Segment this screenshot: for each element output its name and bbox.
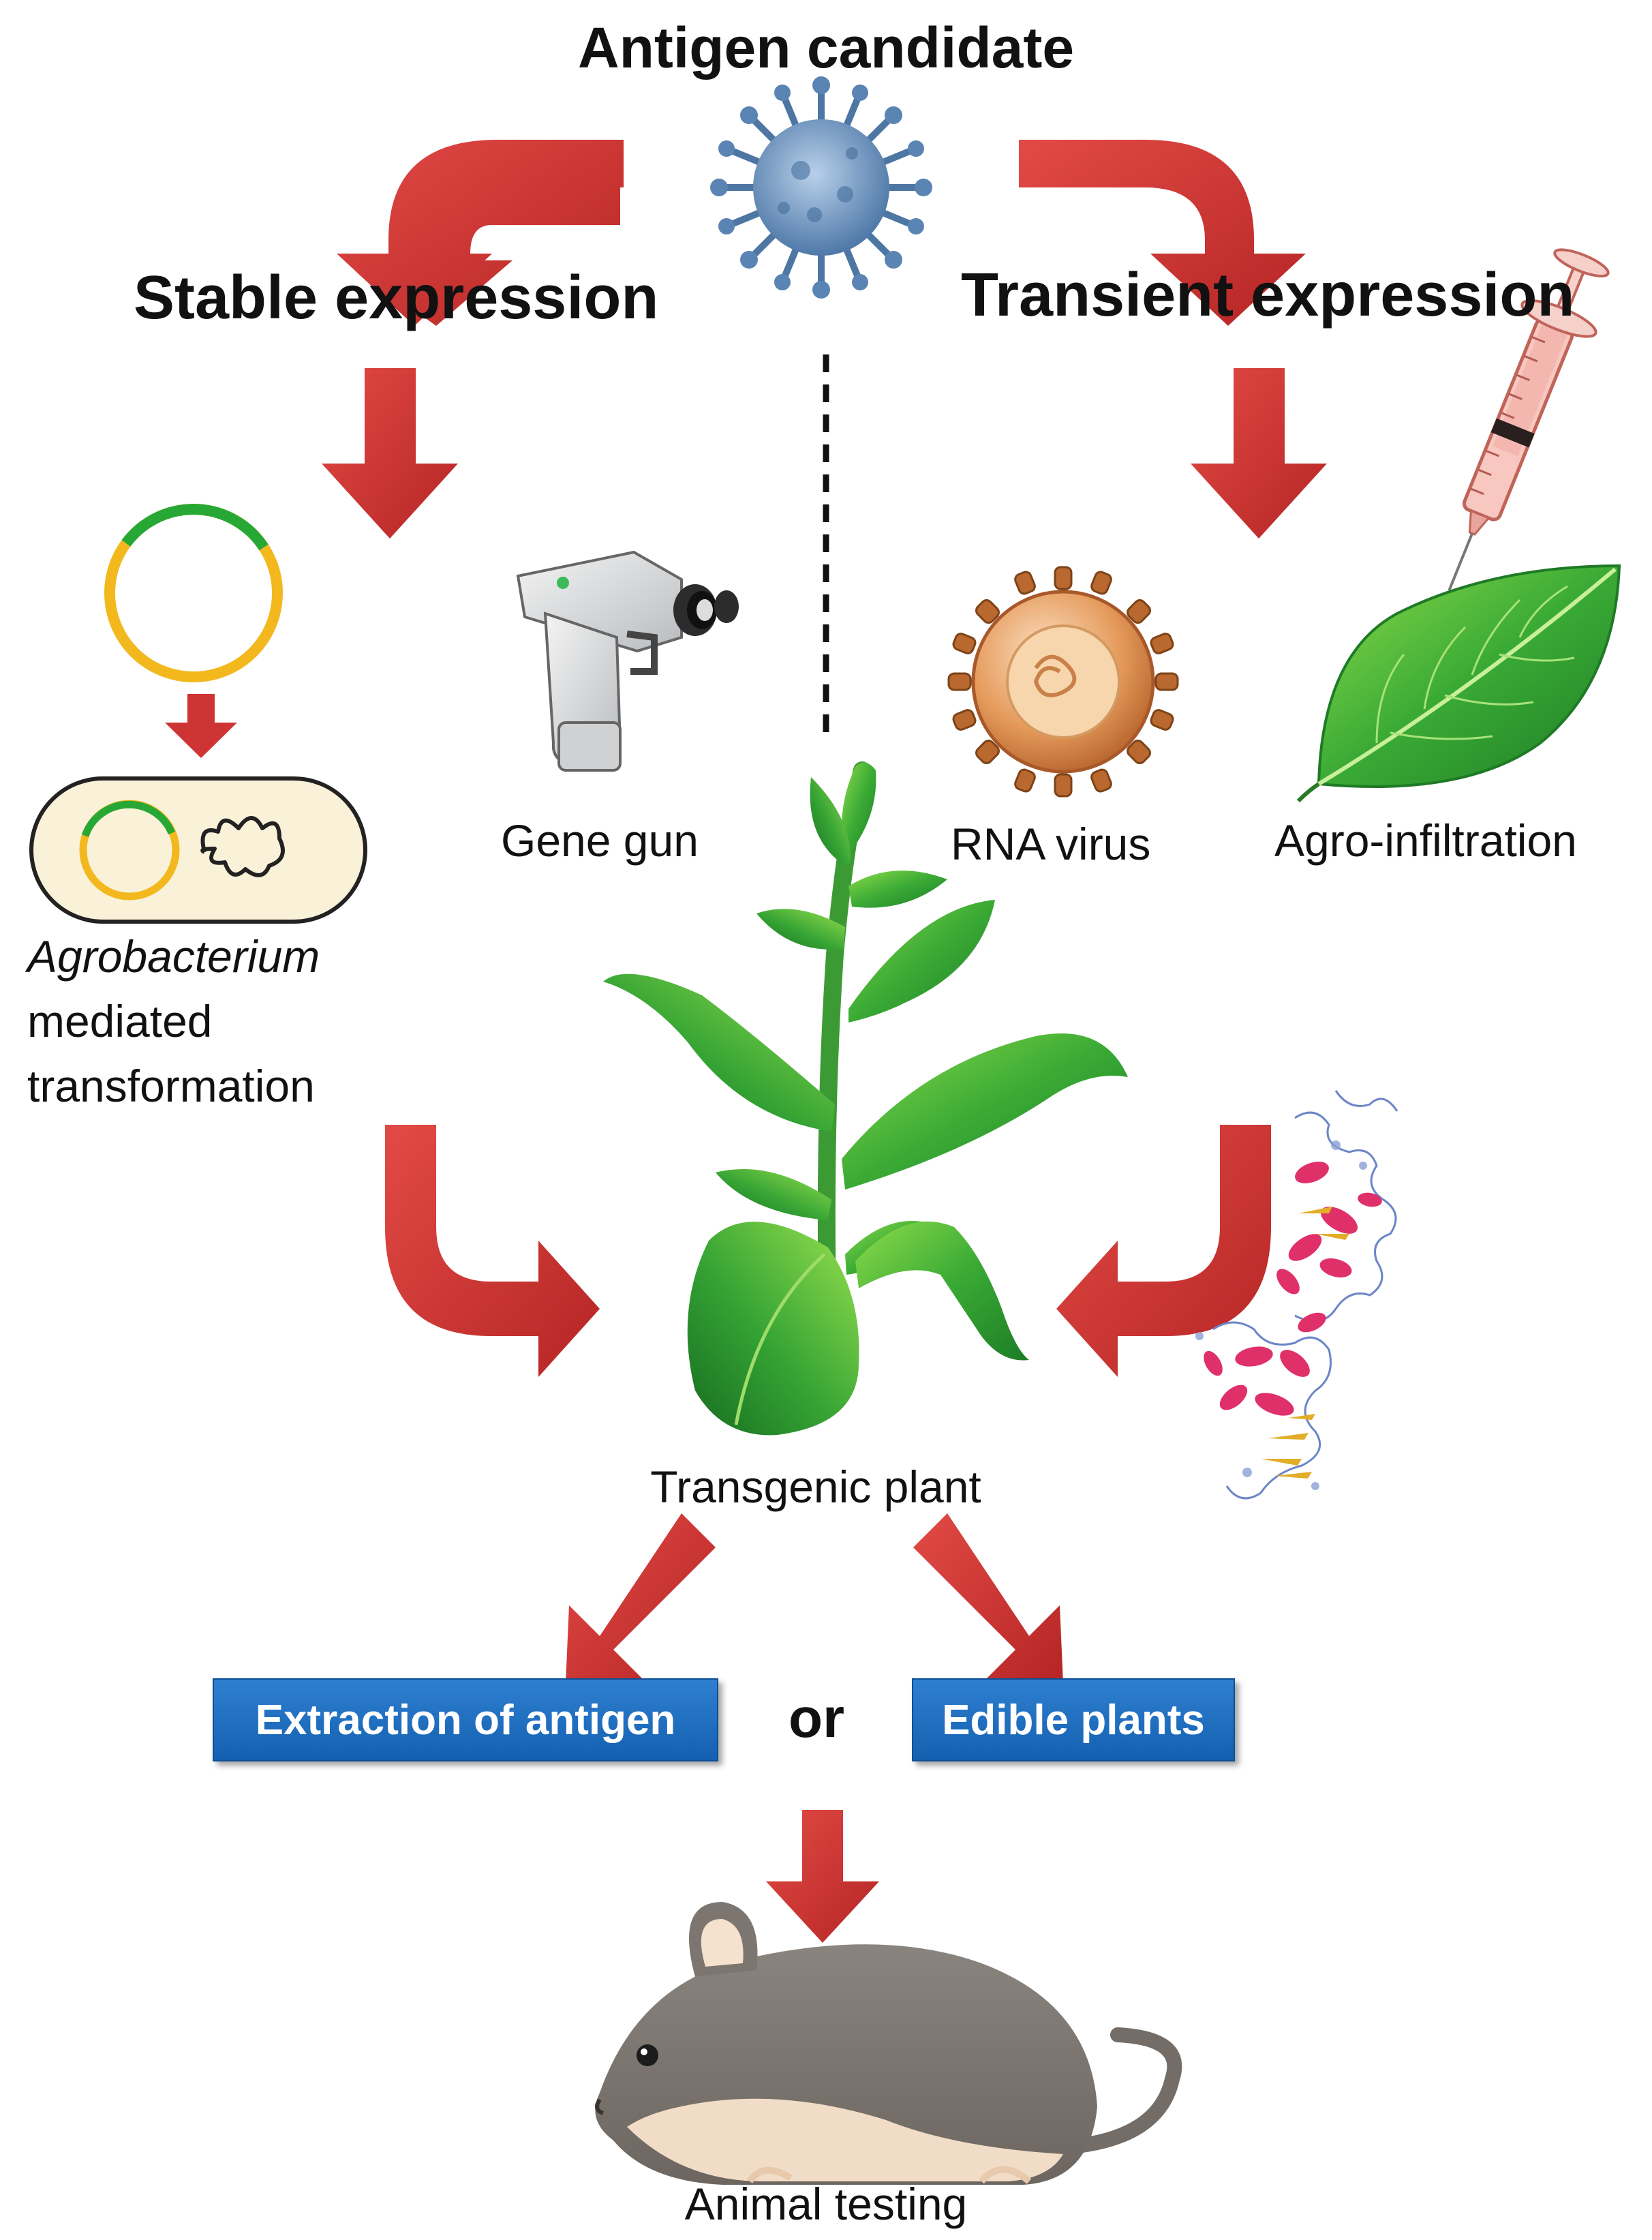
extraction-of-antigen-box: Extraction of antigen: [213, 1678, 718, 1761]
arrow-plasmid-down: [165, 694, 237, 758]
arrow-stable-to-plant: [385, 1125, 600, 1377]
transient-expression-label: Transient expression: [961, 261, 1575, 329]
arrow-to-transient-shape: [1019, 140, 1306, 326]
coronavirus-icon: [710, 76, 932, 299]
syringe-icon: [1448, 248, 1610, 591]
leaf-icon: [1296, 564, 1621, 803]
arrow-stable-down: [322, 368, 458, 539]
arrow-to-edible: [913, 1513, 1063, 1684]
gene-gun-label: Gene gun: [501, 815, 699, 866]
transformation-label: transformation: [27, 1061, 315, 1111]
arrow-transient-down: [1191, 368, 1327, 539]
edible-plants-box: Edible plants: [912, 1678, 1235, 1761]
arrow-transient-to-plant: [1056, 1125, 1271, 1377]
agro-infiltration-label: Agro-infiltration: [1274, 815, 1577, 866]
rna-virus-label: RNA virus: [951, 819, 1151, 869]
diagram-title: Antigen candidate: [577, 16, 1075, 80]
plasmid-icon: [104, 504, 283, 682]
plant-icon: [603, 761, 1128, 1436]
mediated-label: mediated: [27, 996, 213, 1046]
gene-gun-icon: [516, 550, 739, 772]
arrow-to-stable-shape: [337, 140, 624, 326]
agrobacterium-label: Agrobacterium: [27, 931, 320, 982]
animal-testing-label: Animal testing: [684, 2179, 968, 2229]
rna-virus-icon: [947, 566, 1179, 798]
stable-expression-label: Stable expression: [134, 264, 659, 332]
protein-structure-icon: [1195, 1090, 1398, 1500]
or-label: or: [789, 1687, 844, 1749]
mouse-icon: [595, 1902, 1182, 2185]
transgenic-plant-label: Transgenic plant: [650, 1462, 981, 1512]
arrow-to-animal: [766, 1810, 879, 1943]
arrow-to-extraction: [566, 1513, 716, 1684]
bacterium-icon: [29, 776, 367, 924]
